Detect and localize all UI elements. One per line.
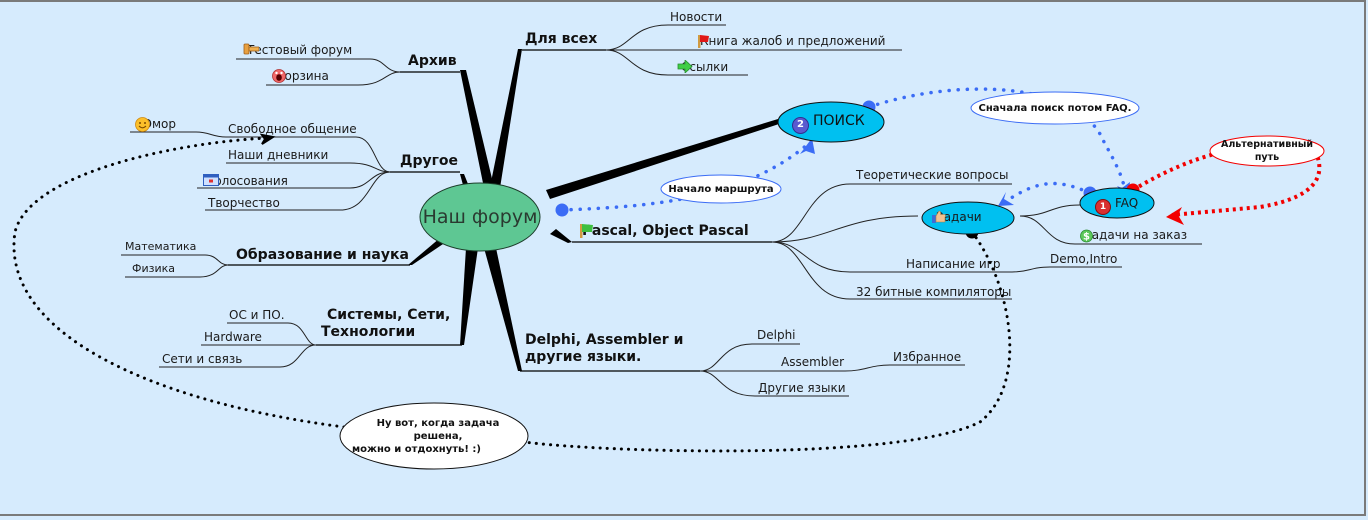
branch-dlya-vseh[interactable]: Для всех [525, 31, 598, 47]
route-arrowhead-obschenie [259, 133, 276, 145]
route-start-dot [555, 203, 569, 217]
node-zadachi-na-zakaz-label: Задачи на заказ [1084, 228, 1188, 242]
spoke-obrazovanie [408, 238, 446, 265]
node-faq-label: FAQ [1115, 196, 1139, 210]
spoke-poisk [546, 119, 779, 199]
node-drugie-yazyki[interactable]: Другие языки [758, 381, 846, 395]
spoke-pascal [550, 229, 572, 243]
node-golosovaniya-label: Голосования [207, 174, 288, 188]
node-zadachi-na-zakaz[interactable]: $Задачи на заказ [1080, 228, 1188, 243]
callout-rest-line2: можно и отдохнуть! :) [352, 443, 481, 455]
node-ssylki[interactable]: Ссылки [677, 60, 728, 74]
node-32-bitnye-kompilyatory[interactable]: 32 битные компиляторы [856, 285, 1012, 299]
node-testovyi-forum[interactable]: Тестовый форум [243, 43, 352, 57]
route-arrowhead-zakaz [1166, 207, 1184, 225]
node-kniga-zhalob-label: Книга жалоб и предложений [700, 34, 886, 48]
node-zadachi-label: Задачи [936, 210, 982, 224]
node-svobodnoe-obschenie[interactable]: Свободное общение [228, 122, 357, 136]
zadachi-node-shape [921, 201, 1015, 235]
svg-text:$: $ [1083, 232, 1090, 243]
route-alternative [1131, 139, 1322, 217]
route-rest-to-obschenie [12, 136, 346, 429]
node-poisk-label: ПОИСК [813, 113, 865, 129]
node-testovyi-forum-label: Тестовый форум [247, 43, 353, 57]
branch-sistemy[interactable]: Системы, Сети, Технологии [321, 307, 450, 341]
node-yumor[interactable]: Юмор [135, 117, 176, 132]
priority-1-icon: 1 [1095, 199, 1111, 215]
callout-start-shape [660, 174, 782, 204]
spoke-sistemy [460, 248, 478, 345]
node-faq[interactable]: 1 FAQ [1095, 196, 1138, 215]
route-zadachi-to-rest [522, 230, 1012, 453]
branch-obrazovanie[interactable]: Образование и наука [236, 247, 409, 263]
spoke-dlya-vseh [490, 49, 522, 188]
node-assembler[interactable]: Assembler [781, 355, 845, 369]
route-search-to-faq [867, 87, 1127, 197]
branch-pascal-label: Pascal, Object Pascal [582, 223, 749, 239]
node-nashi-dnevniki[interactable]: Наши дневники [228, 148, 329, 162]
route-arrowhead-search [800, 138, 815, 154]
node-hardware[interactable]: Hardware [204, 330, 262, 344]
branch-arhiv[interactable]: Архив [408, 53, 457, 69]
callout-alternative-shape [1209, 135, 1325, 167]
callout-search-shape [970, 91, 1140, 125]
node-fizika[interactable]: Физика [132, 262, 176, 275]
branch-sistemy-line1: Системы, Сети, [327, 307, 451, 323]
priority-2-icon: 2 [792, 116, 809, 134]
node-napisanie-igr[interactable]: Написание игр [906, 257, 1001, 271]
callout-search-first[interactable]: Сначала поиск потом FAQ. [978, 102, 1132, 114]
branch-drugoe[interactable]: Другое [400, 153, 459, 169]
node-izbrannoe[interactable]: Избранное [893, 350, 962, 364]
branch-delphi-line1: Delphi, Assembler и [525, 332, 684, 348]
callout-rest[interactable]: Ну вот, когда задача решена, можно и отд… [344, 418, 524, 455]
callout-alternative[interactable]: Альтернативный путь [1220, 139, 1314, 163]
callout-start[interactable]: Начало маршрута [668, 183, 774, 195]
node-demo-intro[interactable]: Demo,Intro [1050, 252, 1118, 266]
central-node-shape [419, 182, 541, 252]
branch-delphi-line2: другие языки. [525, 349, 642, 365]
node-os-i-po[interactable]: ОС и ПО. [229, 308, 285, 322]
branch-sistemy-line2: Технологии [321, 324, 416, 340]
node-delphi[interactable]: Delphi [757, 328, 796, 342]
node-zadachi[interactable]: Задачи [932, 210, 982, 224]
node-korzina-label: Корзина [276, 69, 329, 83]
spoke-delphi [484, 248, 522, 371]
node-teoreticheskie-voprosy[interactable]: Теоретические вопросы [856, 168, 1009, 182]
node-novosti[interactable]: Новости [670, 10, 723, 24]
route-arrowhead-zadachi [998, 192, 1014, 206]
node-seti-i-svyaz[interactable]: Сети и связь [162, 352, 243, 366]
node-matematika[interactable]: Математика [125, 240, 197, 253]
route-faq-to-zadachi [1003, 181, 1092, 204]
branch-pascal[interactable]: Pascal, Object Pascal [578, 223, 749, 240]
central-node[interactable]: Наш форум [422, 206, 538, 228]
node-korzina[interactable]: Корзина [272, 69, 329, 83]
node-kniga-zhalob[interactable]: Книга жалоб и предложений [696, 34, 885, 48]
spoke-arhiv [460, 70, 494, 188]
node-tvorchestvo[interactable]: Творчество [208, 196, 280, 210]
callout-rest-shape [339, 402, 529, 470]
node-golosovaniya[interactable]: Голосования [203, 174, 288, 188]
callout-rest-line1: Ну вот, когда задача решена, [376, 417, 500, 442]
node-ssylki-label: Ссылки [681, 60, 729, 74]
sub-branch-curves [121, 24, 1202, 397]
branch-delphi[interactable]: Delphi, Assembler и другие языки. [525, 332, 683, 366]
